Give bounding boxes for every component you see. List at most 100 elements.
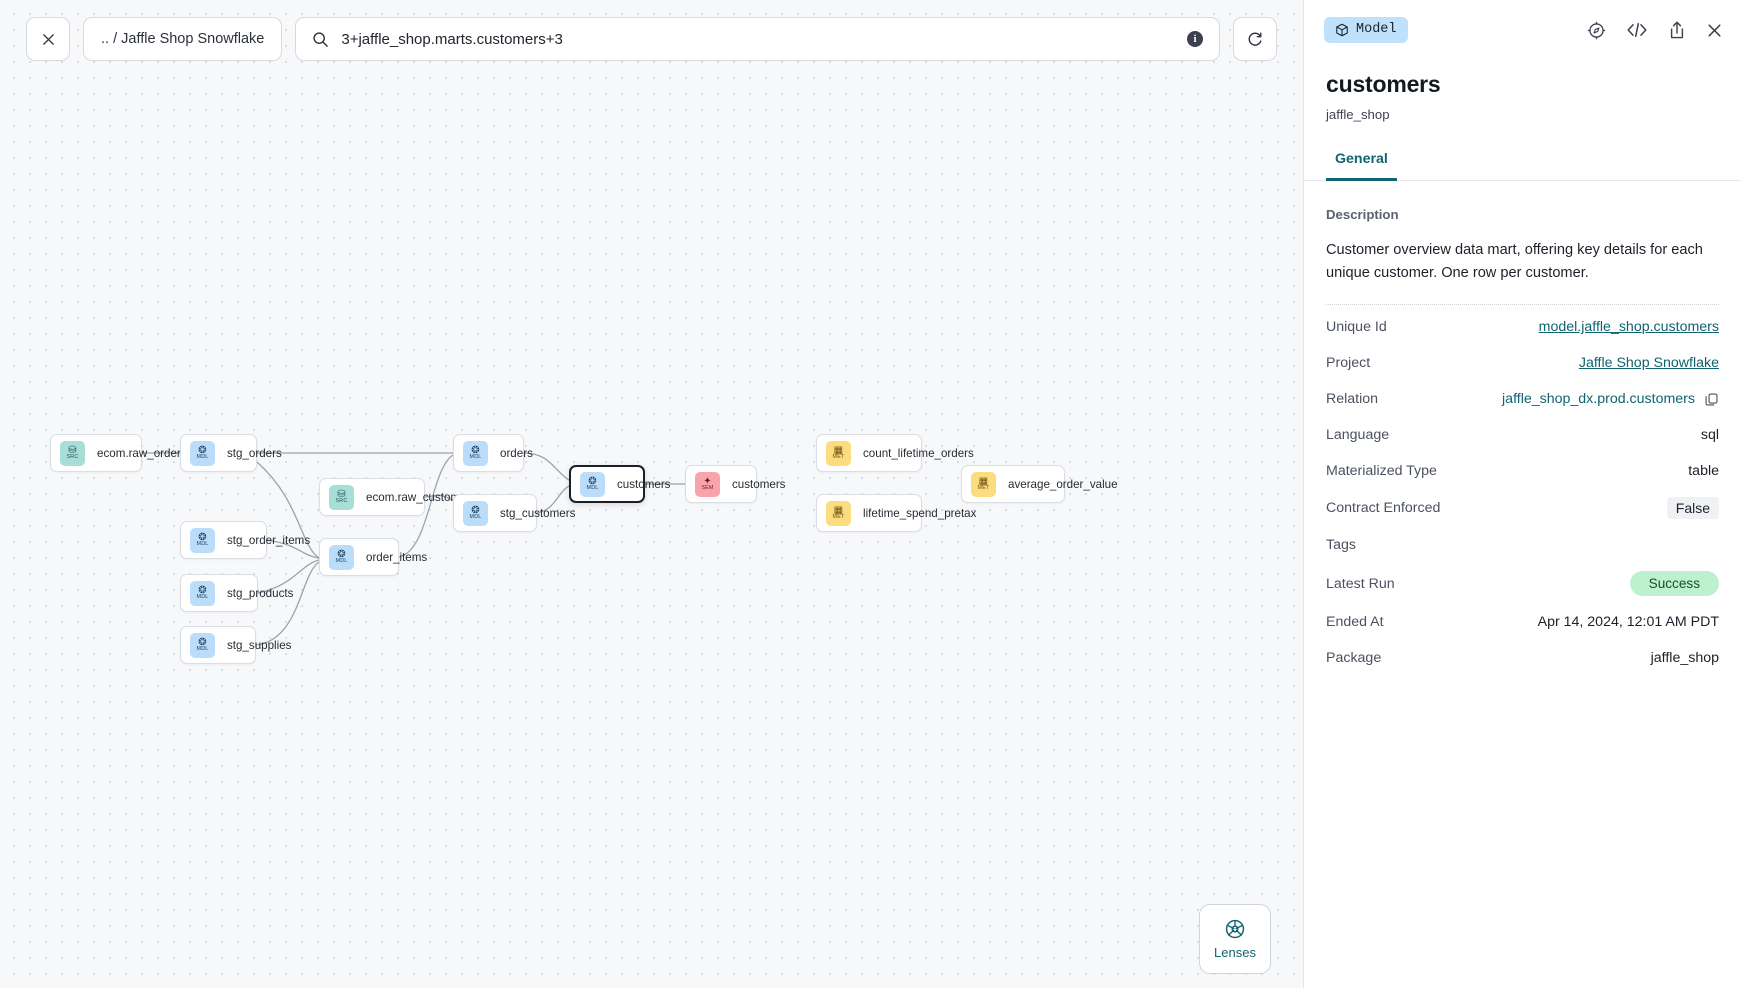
view-code-button[interactable] [1626,21,1648,39]
metadata-link[interactable]: jaffle_shop_dx.prod.customers [1502,391,1695,408]
metadata-value: table [1688,463,1719,479]
lineage-node-label: stg_customers [500,506,576,520]
metadata-key: Latest Run [1326,575,1395,592]
search-input[interactable] [341,30,1175,48]
lineage-node-label: average_order_value [1008,477,1118,491]
metadata-row: Package jaffle_shop [1326,640,1719,676]
metadata-value: jaffle_shop [1651,650,1719,666]
page-title: customers [1326,71,1441,97]
share-button[interactable] [1668,20,1686,40]
mdl-badge-icon: ❂MDL [463,500,488,526]
lineage-node-label: ecom.raw_orders [97,446,187,460]
lenses-label: Lenses [1214,945,1256,960]
metadata-key: Ended At [1326,614,1384,631]
mdl-badge-icon: ❂MDL [463,440,488,466]
metadata-link[interactable]: model.jaffle_shop.customers [1538,319,1719,336]
refresh-button[interactable] [1233,17,1277,61]
lineage-node[interactable]: ❂MDL order_items [319,538,427,576]
lineage-node[interactable]: ❂MDL stg_supplies [180,626,291,664]
details-panel: Model [1303,0,1741,988]
metadata-key: Materialized Type [1326,463,1437,480]
code-icon [1627,22,1647,38]
metadata-key: Unique Id [1326,319,1387,336]
copy-icon[interactable] [1704,392,1719,407]
metadata-row: Latest Run Success [1326,563,1719,604]
compass-icon [1587,21,1606,39]
lenses-button[interactable]: Lenses [1199,904,1271,974]
lineage-node[interactable]: ❂MDL stg_orders [180,434,282,472]
metadata-key: Relation [1326,391,1379,408]
metadata-key: Project [1326,355,1371,372]
metadata-row: Contract Enforced False [1326,489,1719,527]
close-lineage-button[interactable] [26,17,70,61]
mdl-badge-icon: ❂MDL [190,632,215,658]
metadata-row: Ended At Apr 14, 2024, 12:01 AM PDT [1326,604,1719,640]
met-badge-icon: ▦MET [826,440,851,466]
lineage-node-label: stg_order_items [227,533,311,547]
lineage-node-label: stg_products [227,586,294,600]
tab-general[interactable]: General [1326,151,1397,181]
info-icon[interactable]: i [1187,31,1203,47]
lineage-node-label: stg_supplies [227,638,292,652]
panel-tabs: General [1304,151,1741,181]
explore-button[interactable] [1587,21,1606,40]
metadata-value: Success [1629,571,1719,597]
src-badge-icon: ⛁SRC [60,440,85,466]
metadata-text: Apr 14, 2024, 12:01 AM PDT [1537,614,1719,631]
lineage-node-label: orders [500,446,533,460]
mdl-badge-icon: ❂MDL [329,544,354,570]
description-label: Description [1326,207,1399,222]
metadata-link[interactable]: Jaffle Shop Snowflake [1578,355,1719,372]
lineage-node[interactable]: ❂MDL customers [569,465,670,503]
close-panel-button[interactable] [1706,22,1723,39]
lineage-node[interactable]: ❂MDL stg_products [180,574,293,612]
metadata-key: Package [1326,650,1382,667]
mdl-badge-icon: ❂MDL [190,440,215,466]
lineage-node-label: stg_orders [227,446,282,460]
metadata-row: Tags [1326,527,1719,563]
lineage-node[interactable]: ❂MDL stg_order_items [180,521,310,559]
met-badge-icon: ▦MET [826,500,851,526]
lineage-node-label: customers [732,477,786,491]
mdl-badge-icon: ❂MDL [190,580,215,606]
mdl-badge-icon: ❂MDL [190,527,215,553]
tab-general-label: General [1335,151,1388,167]
close-icon [42,33,54,45]
metadata-text: sql [1700,427,1719,444]
lineage-node-label: customers [617,477,671,491]
lineage-node[interactable]: ❂MDL stg_customers [453,494,575,532]
breadcrumb-label: .. / Jaffle Shop Snowflake [101,31,265,47]
metadata-value: sql [1701,427,1719,443]
metadata-key: Language [1326,427,1390,444]
metadata-value: Jaffle Shop Snowflake [1579,355,1719,371]
search-icon [313,31,329,47]
lineage-node-label: order_items [366,550,428,564]
metadata-value: False [1666,497,1719,520]
mdl-badge-icon: ❂MDL [580,471,605,497]
metadata-key: Contract Enforced [1326,500,1441,517]
lineage-node[interactable]: ⛁SRC ecom.raw_orders [50,434,187,472]
lineage-node-label: ecom.raw_customers [366,490,477,504]
lineage-node[interactable]: ❂MDL orders [453,434,533,472]
panel-header: customers jaffle_shop [1304,60,1741,122]
panel-toolbar: Model [1304,0,1741,60]
metadata-value: Apr 14, 2024, 12:01 AM PDT [1538,614,1719,630]
metadata-row: Relation jaffle_shop_dx.prod.customers [1326,381,1719,417]
aperture-icon [1225,919,1245,939]
metadata-row: Project Jaffle Shop Snowflake [1326,345,1719,381]
node-type-chip[interactable]: Model [1324,17,1408,43]
metadata-key: Tags [1326,537,1356,554]
lineage-search[interactable]: i [295,17,1220,61]
panel-body: Description Customer overview data mart,… [1304,181,1741,988]
metadata-row: Language sql [1326,417,1719,453]
breadcrumb[interactable]: .. / Jaffle Shop Snowflake [83,17,283,61]
description-text: Customer overview data mart, offering ke… [1326,239,1719,306]
lineage-edges [142,452,685,646]
